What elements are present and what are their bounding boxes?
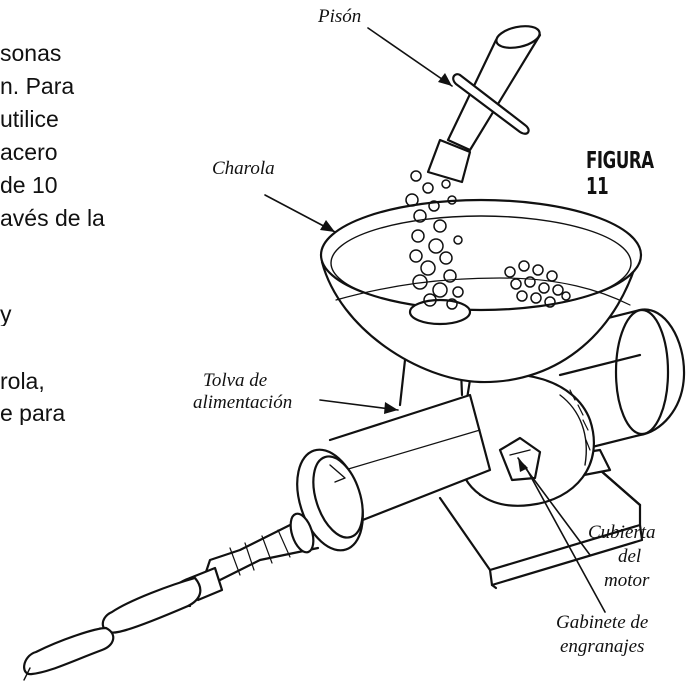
body-text-line-5: de 10 bbox=[0, 172, 58, 198]
figure-title: FIGURA 11 bbox=[586, 148, 654, 200]
body-text-line-6: avés de la bbox=[0, 205, 105, 231]
label-gabinete-2: engranajes bbox=[560, 636, 645, 657]
label-tolva-2: alimentación bbox=[193, 392, 293, 413]
gear-housing bbox=[456, 373, 595, 507]
pusher bbox=[426, 25, 542, 184]
meat-chunks bbox=[405, 170, 571, 310]
body-text-line-8: y bbox=[0, 301, 12, 327]
label-cubierta-3: motor bbox=[604, 570, 650, 591]
body-text-line-4: acero bbox=[0, 139, 58, 165]
label-gabinete-1: Gabinete de bbox=[556, 612, 649, 633]
label-pison: Pisón bbox=[318, 6, 362, 27]
stuffing-tube bbox=[203, 512, 320, 582]
body-text-line-3: utilice bbox=[0, 106, 59, 132]
label-cubierta-1: Cubierta bbox=[588, 522, 656, 543]
barrel-collar bbox=[296, 448, 364, 552]
sausage-links bbox=[23, 566, 224, 681]
body-text-line-1: sonas bbox=[0, 40, 62, 66]
grinder-barrel bbox=[328, 393, 492, 527]
label-cubierta-2: del bbox=[618, 546, 642, 567]
body-text-line-2: n. Para bbox=[0, 73, 75, 99]
label-charola: Charola bbox=[212, 158, 275, 179]
body-text-line-10: e para bbox=[0, 400, 66, 426]
hopper-tray bbox=[319, 198, 643, 384]
label-tolva-1: Tolva de bbox=[203, 370, 268, 391]
leader-lines bbox=[264, 27, 606, 613]
gear-cabinet bbox=[498, 436, 542, 482]
body-text-line-9: rola, bbox=[0, 368, 45, 394]
